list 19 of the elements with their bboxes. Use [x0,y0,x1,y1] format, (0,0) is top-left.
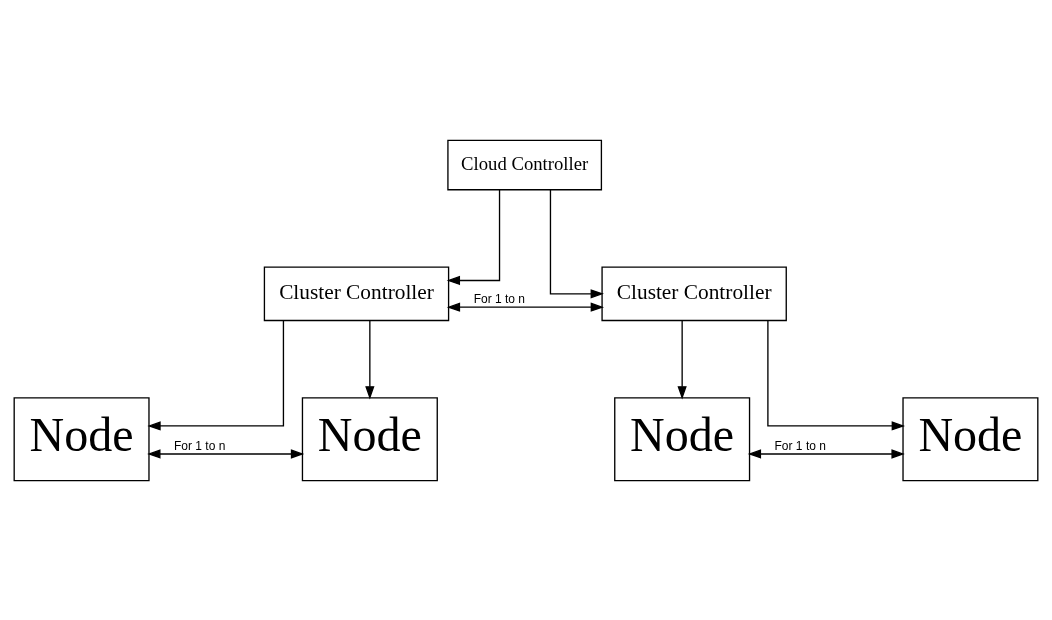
node-box: Node [902,396,1039,481]
node-box: Cluster Controller [263,265,450,321]
arrow [147,448,305,459]
node-box: Node [301,396,438,481]
arrow [549,188,604,298]
arrow [446,302,605,312]
edge-label: For 1 to n [774,438,826,453]
node-box: Cloud Controller [447,139,603,190]
arrow [767,319,905,431]
arrow [747,448,905,459]
node-box: Node [614,396,751,481]
arrow [677,319,687,400]
arrow [446,188,501,285]
node-box: Cluster Controller [601,265,787,321]
arrow [365,319,375,400]
arrow [147,319,285,431]
edge-label: For 1 to n [173,438,226,453]
edge-label: For 1 to n [473,291,526,306]
node-box: Node [13,396,150,481]
